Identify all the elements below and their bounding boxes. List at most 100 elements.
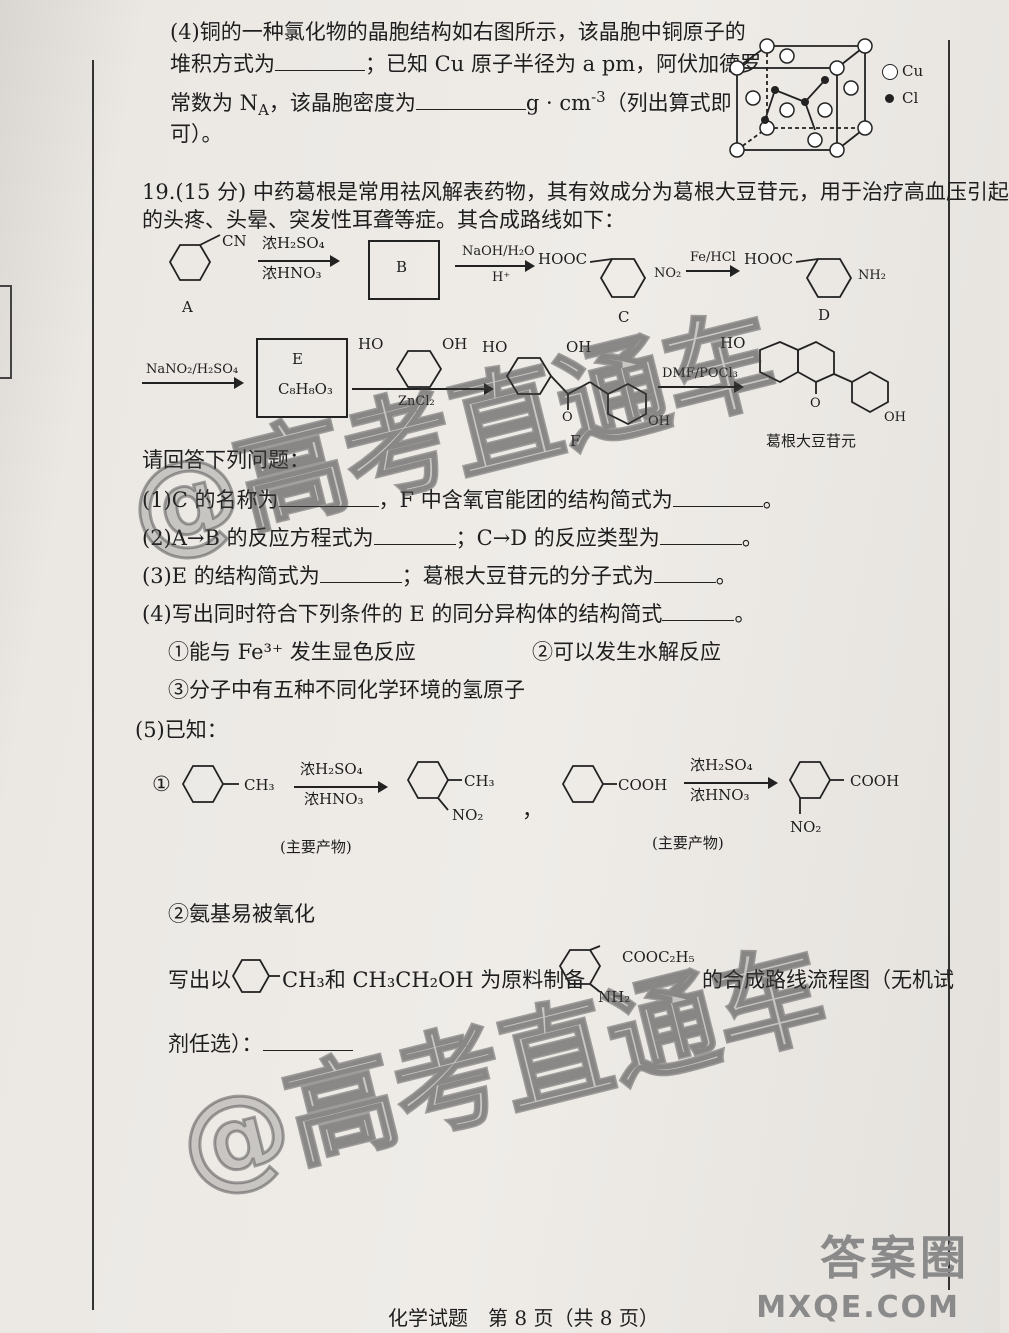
product-structure [759, 340, 889, 414]
compound-f-structure [505, 357, 647, 426]
r5-reagent: ZnCl₂ [398, 394, 435, 409]
q5-intro: (5)已知： [135, 718, 228, 742]
watermark-bottom: @高考直通车 [165, 926, 839, 1213]
toluene-ring [181, 765, 239, 803]
compound-d-nh2: NH₂ [858, 268, 886, 283]
compound-c-no2: NO₂ [654, 266, 682, 281]
compound-c-label: C [618, 308, 630, 326]
site-url: MXQE.COM [756, 1290, 960, 1325]
resorcinol-ring [395, 350, 443, 388]
compound-f-ho: HO [482, 338, 508, 356]
product-ho: HO [720, 334, 746, 352]
nitrotoluene-no2: NO₂ [452, 806, 484, 824]
known-2-arrow [684, 777, 778, 789]
compound-c-hooc: HOOC [538, 250, 588, 268]
compound-f-label: F [570, 432, 581, 450]
r6-reagent: DMF/POCl₃ [662, 366, 738, 381]
known-1-number: ① [152, 772, 171, 796]
compound-f-oh2: OH [648, 414, 670, 429]
compound-f-o: O [562, 410, 573, 425]
r4-reagent: NaNO₂/H₂SO₄ [146, 362, 239, 377]
q19-header2: 的头疼、头晕、突发性耳聋等症。其合成路线如下： [142, 208, 625, 232]
r2-reagent-top: NaOH/H₂O [462, 244, 535, 259]
q3: (3)E 的结构简式为；葛根大豆苷元的分子式为。 [142, 564, 737, 588]
product-o: O [810, 396, 821, 411]
known-1-arrow [294, 781, 388, 793]
compound-d-label: D [818, 306, 831, 324]
nitrotoluene-ring [406, 761, 462, 811]
compound-f-oh: OH [566, 338, 592, 356]
legend-cl: Cl [902, 89, 919, 107]
compound-e-label: E [292, 350, 303, 368]
synthesis-prompt-4: 剂任选）： [168, 1032, 353, 1057]
legend-cl-icon [885, 94, 894, 103]
crystal-cell-diagram [729, 38, 873, 158]
known-1-reagent-bottom: 浓HNO₃ [304, 790, 364, 808]
compound-a-group: CN [222, 232, 247, 250]
synthesis-prompt-1: 写出以 [168, 968, 231, 992]
compound-b-label: B [396, 258, 408, 276]
target-nh2: NH₂ [598, 988, 631, 1006]
compound-e-formula: C₈H₈O₃ [278, 380, 333, 398]
page-footer: 化学试题 第 8 页（共 8 页） [388, 1306, 659, 1330]
known-2-note: (主要产物) [652, 834, 724, 852]
r3-arrow [686, 265, 740, 277]
q4-line2: 堆积方式为；已知 Cu 原子半径为 a pm，阿伏加德罗 [170, 52, 762, 76]
nitrotoluene-ch3: CH₃ [464, 772, 495, 790]
resorcinol-ho: HO [358, 335, 384, 353]
synthesis-prompt-3: 的合成路线流程图（无机试 [702, 968, 954, 992]
product-oh: OH [884, 410, 906, 425]
r1-reagent-bottom: 浓HNO₃ [262, 264, 322, 282]
r2-reagent-bottom: H⁺ [492, 270, 511, 285]
compound-e-box [256, 338, 348, 418]
legend-cu-icon [882, 64, 898, 80]
toluene-reactant-ring [231, 959, 280, 993]
compound-b-box [368, 240, 440, 300]
toluene-ch3: CH₃ [244, 776, 275, 794]
compound-a-ring [168, 234, 221, 281]
comma: ， [522, 798, 543, 822]
r5-arrow [352, 383, 494, 395]
r4-arrow [142, 377, 244, 389]
condition-2: ②可以发生水解反应 [532, 640, 721, 664]
r6-arrow [658, 381, 744, 393]
condition-3: ③分子中有五种不同化学环境的氢原子 [168, 678, 525, 702]
benzoic-ring [561, 765, 617, 803]
r3-reagent: Fe/HCl [690, 250, 736, 265]
q4-line4: 可）。 [170, 122, 223, 146]
r2-arrow [455, 260, 535, 272]
q1: (1)C 的名称为，F 中含氧官能团的结构简式为。 [142, 488, 784, 512]
nitrobenzoic-cooh: COOH [850, 772, 900, 790]
q19-header: 19.(15 分) 中药葛根是常用祛风解表药物，其有效成分为葛根大豆苷元，用于治… [142, 180, 1009, 204]
known-1-note: (主要产物) [280, 838, 352, 856]
q4-line1: (4)铜的一种氯化物的晶胞结构如右图所示，该晶胞中铜原子的 [170, 20, 746, 44]
compound-a-label: A [182, 298, 193, 316]
compound-d-ring [795, 258, 853, 298]
known-2-reagent-top: 浓H₂SO₄ [690, 756, 753, 774]
benzoic-cooh: COOH [618, 776, 668, 794]
binding-tab [0, 285, 12, 379]
product-label: 葛根大豆苷元 [766, 432, 857, 450]
target-ester-ring [558, 945, 602, 993]
nitrobenzoic-no2: NO₂ [790, 818, 822, 836]
known-3: ②氨基易被氧化 [168, 902, 315, 926]
q2: (2)A→B 的反应方程式为；C→D 的反应类型为。 [142, 526, 763, 550]
left-margin-line [92, 60, 94, 1310]
condition-1: ①能与 Fe³⁺ 发生显色反应 [168, 640, 416, 664]
r1-arrow [258, 255, 340, 267]
resorcinol-oh: OH [442, 335, 468, 353]
right-margin-line [948, 40, 950, 1290]
legend-cu: Cu [902, 62, 924, 80]
compound-d-hooc: HOOC [744, 250, 794, 268]
r1-reagent-top: 浓H₂SO₄ [262, 234, 325, 252]
site-logo: 答案圈 [820, 1231, 970, 1285]
synthesis-prompt-2: CH₃和 CH₃CH₂OH 为原料制备 [282, 968, 586, 992]
known-1-reagent-top: 浓H₂SO₄ [300, 760, 363, 778]
q4: (4)写出同时符合下列条件的 E 的同分异构体的结构简式。 [142, 602, 756, 626]
compound-c-ring [589, 258, 647, 298]
nitrobenzoic-ring [788, 761, 844, 814]
known-2-reagent-bottom: 浓HNO₃ [690, 786, 750, 804]
questions-intro: 请回答下列问题： [142, 448, 310, 472]
